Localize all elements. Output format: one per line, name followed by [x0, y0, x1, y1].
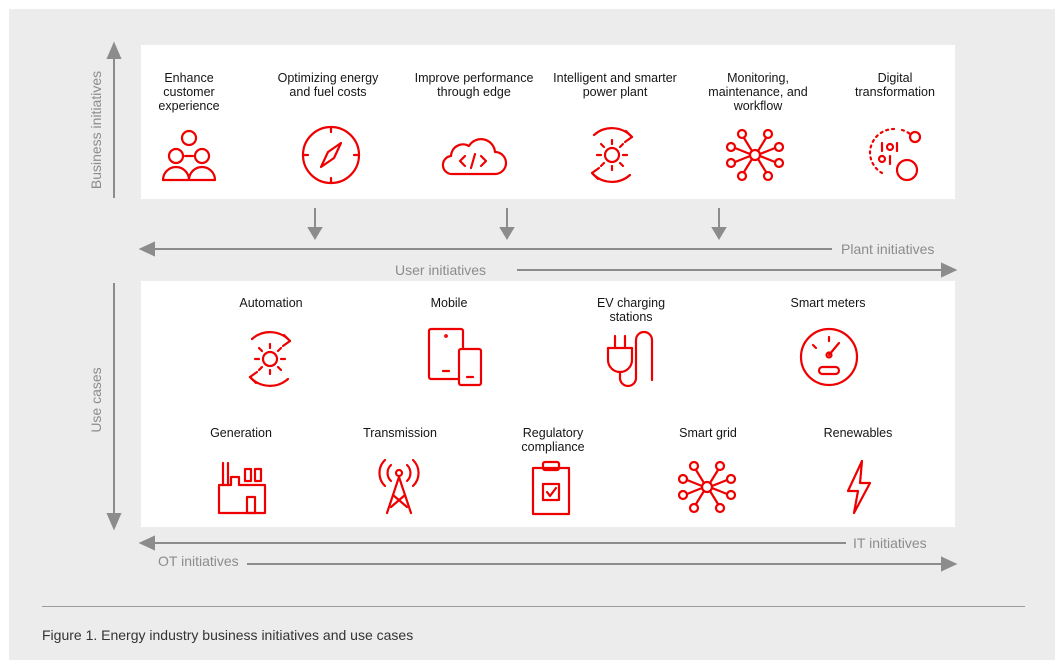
usecase-label-renewables: Renewables — [823, 426, 893, 440]
business-label-2: Optimizing energy and fuel costs — [277, 71, 379, 99]
business-label-5: Monitoring, maintenance, and workflow — [708, 71, 808, 113]
clipboard-check-icon — [531, 460, 571, 516]
business-label-4: Intelligent and smarter power plant — [553, 71, 677, 99]
people-icon — [161, 129, 217, 182]
automation-gear-cycle-icon — [248, 331, 292, 387]
plant-initiatives-label: Plant initiatives — [841, 241, 935, 257]
tower-icon — [378, 458, 420, 515]
user-initiatives-label: User initiatives — [395, 262, 487, 278]
business-axis-arrowhead — [106, 41, 122, 59]
use-cases-panel — [141, 281, 955, 527]
usecase-label-meters: Smart meters — [790, 296, 866, 310]
gear-cycle-icon — [590, 127, 634, 183]
smart-grid-network-icon — [677, 460, 737, 514]
factory-icon — [217, 461, 267, 515]
network-icon — [725, 128, 785, 182]
usecase-label-transmission: Transmission — [363, 426, 437, 440]
usecase-axis-arrowhead — [106, 513, 122, 531]
usecase-label-smart-grid: Smart grid — [679, 426, 737, 440]
ot-initiatives-label: OT initiatives — [158, 553, 239, 569]
lightning-icon — [846, 459, 872, 515]
business-initiatives-panel — [141, 45, 955, 199]
compass-icon — [301, 125, 361, 185]
business-label-3: Improve performance through edge — [414, 71, 534, 99]
meter-icon — [799, 327, 859, 387]
usecase-label-automation: Automation — [239, 296, 303, 310]
usecase-label-mobile: Mobile — [430, 296, 468, 310]
business-label-6: Digital transformation — [855, 71, 935, 99]
usecase-label-ev: EV charging stations — [596, 296, 666, 324]
usecase-label-regulatory: Regulatory compliance — [521, 426, 585, 454]
caption-divider — [42, 606, 1025, 607]
binary-transform-icon — [868, 127, 922, 182]
figure-caption: Figure 1. Energy industry business initi… — [42, 627, 414, 643]
plug-icon — [606, 330, 654, 388]
cloud-code-icon — [441, 138, 508, 176]
it-initiatives-label: IT initiatives — [853, 535, 927, 551]
mobile-devices-icon — [427, 327, 483, 387]
business-label-1: Enhance customer experience — [158, 71, 220, 113]
usecase-label-generation: Generation — [210, 426, 272, 440]
